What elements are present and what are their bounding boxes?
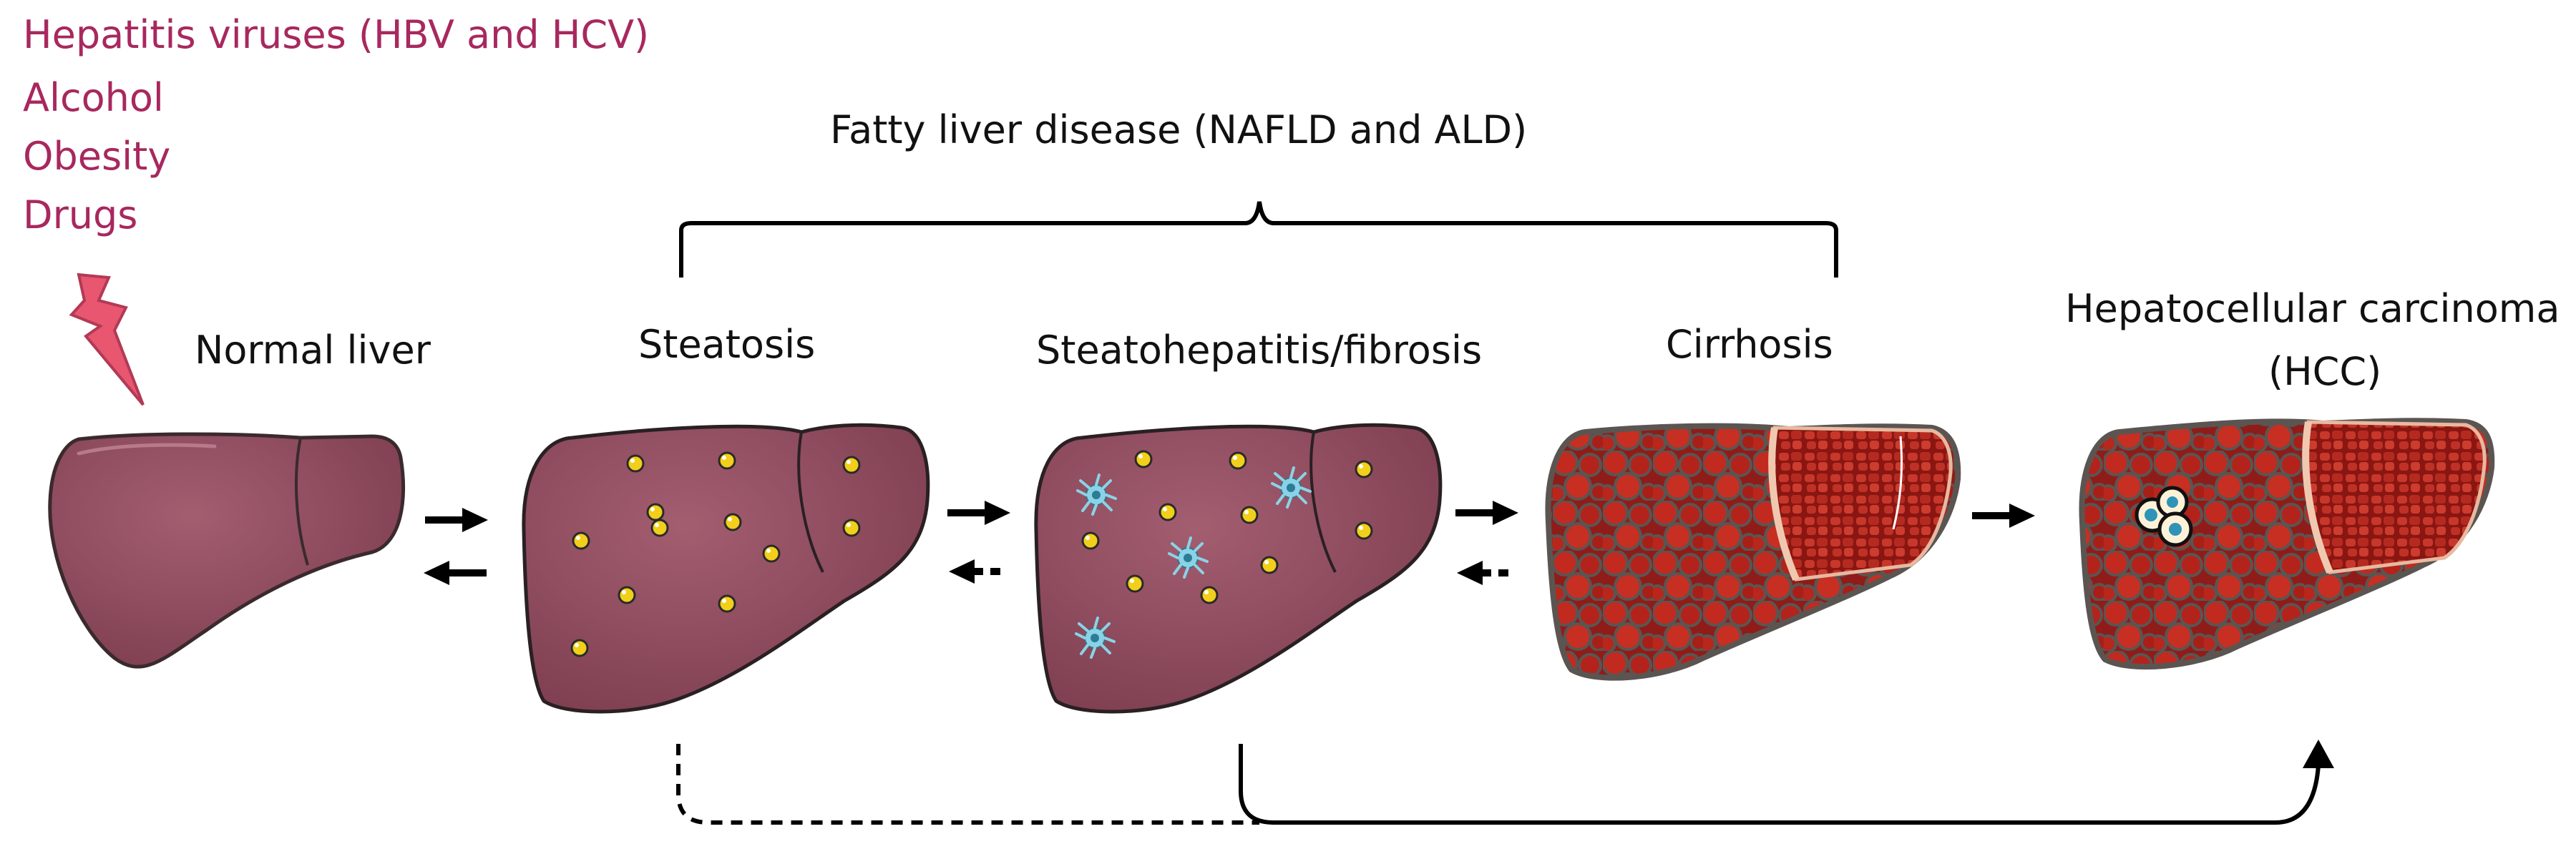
stage-label-hcc: Hepatocellular carcinoma bbox=[2065, 286, 2560, 331]
pathway-steatosis-to-hcc-dashed bbox=[676, 744, 1259, 825]
stage-label-hcc-abbrev: (HCC) bbox=[2268, 349, 2382, 394]
cirrhosis-liver-icon bbox=[1545, 423, 1961, 681]
risk-factor-obesity: Obesity bbox=[23, 134, 171, 179]
tumor-cells-icon bbox=[2135, 486, 2193, 547]
normal-liver-icon bbox=[48, 432, 406, 669]
risk-factor-hepatitis: Hepatitis viruses (HBV and HCV) bbox=[23, 12, 650, 57]
arrow-steatosis-to-normal bbox=[424, 561, 487, 585]
stage-label-steatohepatitis: Steatohepatitis/fibrosis bbox=[1036, 328, 1483, 373]
stage-label-normal: Normal liver bbox=[195, 328, 431, 373]
stage-label-steatosis: Steatosis bbox=[638, 322, 816, 367]
hcc-liver-icon bbox=[2079, 418, 2495, 670]
arrow-cirrhosis-to-steatohepatitis-dashed bbox=[1457, 561, 1508, 585]
pathway-steatohepatitis-to-hcc bbox=[1239, 744, 2321, 825]
arrow-normal-to-steatosis bbox=[425, 508, 488, 532]
arrow-steatohepatitis-to-steatosis-dashed bbox=[949, 559, 1000, 584]
fatty-liver-bracket bbox=[679, 201, 1838, 278]
pathway-arrowhead-icon bbox=[2303, 740, 2334, 768]
stage-label-cirrhosis: Cirrhosis bbox=[1666, 322, 1833, 367]
risk-factor-drugs: Drugs bbox=[23, 192, 138, 237]
risk-factor-alcohol: Alcohol bbox=[23, 75, 164, 120]
lightning-bolt-icon bbox=[69, 273, 145, 406]
arrow-cirrhosis-to-hcc bbox=[1972, 504, 2035, 528]
arrow-steatosis-to-steatohepatitis bbox=[947, 501, 1010, 525]
fatty-liver-disease-label: Fatty liver disease (NAFLD and ALD) bbox=[830, 107, 1528, 152]
steatohepatitis-liver-icon bbox=[1034, 423, 1443, 714]
arrow-steatohepatitis-to-cirrhosis bbox=[1455, 501, 1518, 525]
steatosis-liver-icon bbox=[522, 423, 930, 714]
